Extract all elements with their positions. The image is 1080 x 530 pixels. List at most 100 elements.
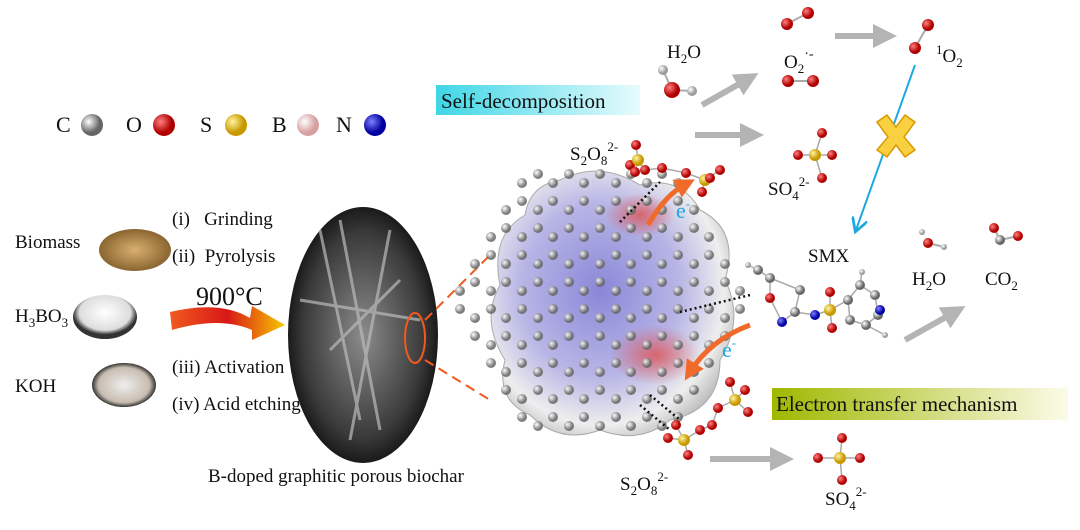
self-decomposition-label: Self-decomposition	[441, 89, 606, 113]
carbon-atom	[579, 232, 589, 242]
co2-product-label: CO2	[985, 269, 1018, 293]
carbon-atom	[870, 290, 880, 300]
hydrogen-atom	[882, 332, 888, 338]
synthesis-panel: Biomass H3BO3 KOH (i) Grinding (ii) Pyro…	[15, 207, 491, 487]
carbon-atom	[673, 358, 683, 368]
carbon-atom	[673, 394, 683, 404]
carbon-atom	[657, 385, 667, 395]
arrow-to-superoxide	[700, 73, 759, 108]
legend-label-b: B	[272, 112, 287, 137]
oxygen-atom	[631, 140, 641, 150]
persulfate-molecule-bottom	[663, 377, 753, 460]
carbon-atom	[548, 394, 558, 404]
heating-arrow-icon	[170, 306, 285, 340]
oxygen-atom	[625, 160, 635, 170]
carbon-atom	[564, 259, 574, 269]
arrow-to-products	[903, 306, 966, 343]
carbon-atom	[595, 331, 605, 341]
carbon-atom	[657, 277, 667, 287]
carbon-atom	[548, 250, 558, 260]
carbon-atom	[704, 232, 714, 242]
carbon-atom	[795, 285, 805, 295]
carbon-atom	[595, 385, 605, 395]
oxygen-atom	[671, 420, 681, 430]
carbon-atom	[501, 385, 511, 395]
carbon-atom	[579, 412, 589, 422]
carbon-atom	[765, 273, 775, 283]
sulfur-atom	[678, 434, 690, 446]
carbon-atom	[626, 313, 636, 323]
carbon-atom	[517, 250, 527, 260]
carbon-atom	[486, 286, 496, 296]
carbon-atom	[689, 331, 699, 341]
oxygen-atom	[663, 433, 673, 443]
nitrogen-atom	[875, 305, 885, 315]
singlet-oxygen-label: 1O2	[936, 42, 963, 70]
carbon-atom	[642, 412, 652, 422]
carbon-atom	[517, 304, 527, 314]
carbon-atom	[642, 304, 652, 314]
carbon-atom	[533, 421, 543, 431]
oxygen-atom	[705, 173, 715, 183]
sulfur-atom	[824, 304, 836, 316]
carbon-atom	[517, 412, 527, 422]
sulfur-atom	[729, 394, 741, 406]
zoom-region-marker	[404, 312, 426, 364]
carbon-atom	[533, 313, 543, 323]
carbon-atom	[626, 223, 636, 233]
carbon-atom	[673, 340, 683, 350]
oxygen-atom	[695, 425, 705, 435]
sulfur-atom	[834, 452, 846, 464]
carbon-atom	[595, 277, 605, 287]
sulfur-atom-icon	[225, 114, 247, 136]
nitrogen-atom	[810, 310, 820, 320]
persulfate-molecule-top	[625, 140, 725, 197]
carbon-atom	[533, 277, 543, 287]
carbon-atom	[642, 250, 652, 260]
carbon-atom	[486, 358, 496, 368]
persulfate-top-label: S2O82-	[570, 139, 618, 168]
carbon-atom	[642, 178, 652, 188]
step-acid-etching: (iv) Acid etching	[172, 394, 301, 415]
carbon-atom	[486, 232, 496, 242]
oxygen-atom	[827, 150, 837, 160]
nitrogen-atom-icon	[364, 114, 386, 136]
carbon-atom	[548, 286, 558, 296]
carbon-atom	[642, 358, 652, 368]
carbon-atom	[611, 286, 621, 296]
oxygen-atom	[855, 453, 865, 463]
carbon-atom	[517, 340, 527, 350]
negative-region	[610, 325, 700, 385]
legend-label-c: C	[56, 112, 71, 137]
legend-label-o: O	[126, 112, 142, 137]
carbon-atom	[611, 250, 621, 260]
carbon-atom	[579, 394, 589, 404]
zoom-line-bottom	[424, 359, 491, 401]
carbon-atom	[501, 331, 511, 341]
carbon-atom	[579, 340, 589, 350]
boron-atom-icon	[297, 114, 319, 136]
carbon-atom	[704, 304, 714, 314]
koh-image	[92, 363, 156, 407]
carbon-atom	[517, 232, 527, 242]
carbon-atom	[657, 331, 667, 341]
carbon-atom	[564, 421, 574, 431]
oxygen-atom	[817, 173, 827, 183]
carbon-atom	[595, 367, 605, 377]
oxygen-atom	[765, 293, 775, 303]
carbon-atom	[579, 304, 589, 314]
carbon-atom	[579, 286, 589, 296]
carbon-atom	[611, 340, 621, 350]
carbon-atom	[517, 358, 527, 368]
material-koh: KOH	[15, 376, 56, 397]
carbon-atom	[517, 196, 527, 206]
carbon-atom	[657, 223, 667, 233]
electron-transfer-label: Electron transfer mechanism	[776, 392, 1017, 416]
persulfate-bottom-label: S2O82-	[620, 469, 668, 498]
oxygen-atom	[793, 150, 803, 160]
oxygen-atom	[837, 433, 847, 443]
carbon-atom	[486, 304, 496, 314]
interaction-dots	[619, 181, 751, 431]
oxygen-atom	[681, 168, 691, 178]
carbon-atom	[611, 394, 621, 404]
